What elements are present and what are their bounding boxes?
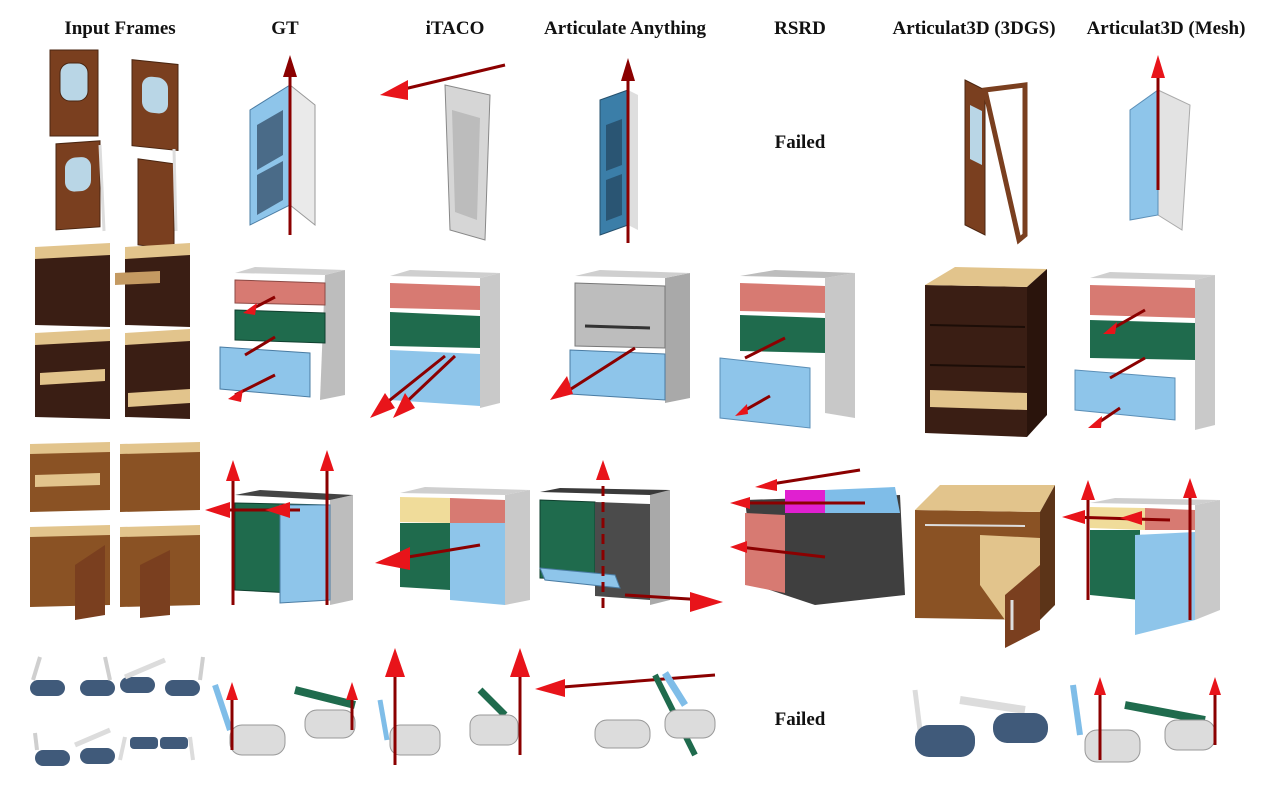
- door-gt-image: [249, 55, 316, 235]
- drawer-articulate-anything-image: [550, 270, 690, 403]
- door-input-frames-image: [49, 49, 179, 251]
- drawer-gt-image: [219, 267, 345, 402]
- row-doorcab-itaco: [370, 445, 535, 610]
- row-glasses-articulat3d-mesh: [1065, 675, 1235, 775]
- row-door-itaco: [380, 60, 510, 241]
- row-glasses-itaco: [375, 645, 535, 770]
- doorcab-rsrd-image: [730, 468, 905, 605]
- drawer-mesh-image: [1074, 272, 1215, 430]
- row-drawer-rsrd: [715, 268, 865, 433]
- header-rsrd: RSRD: [774, 18, 826, 39]
- glasses-itaco-image: [377, 648, 530, 765]
- header-articulate-anything: Articulate Anything: [543, 18, 707, 39]
- row-doorcab-articulate-anything: [535, 460, 725, 620]
- row-doorcab-articulat3d-mesh: [1060, 470, 1230, 640]
- row-doorcab-input-frames: [25, 440, 210, 625]
- header-gt: GT: [271, 18, 299, 39]
- doorcab-input-frames-image: [30, 442, 200, 620]
- doorcab-itaco-image: [375, 487, 530, 605]
- row-door-articulat3d-mesh: [1120, 50, 1200, 240]
- row-glasses-rsrd-failed: Failed: [774, 709, 826, 730]
- door-3dgs-image: [964, 79, 1028, 245]
- glasses-3dgs-image: [912, 689, 1048, 757]
- row-drawer-articulate-anything: [545, 268, 695, 408]
- glasses-input-frames-image: [30, 656, 205, 766]
- row-doorcab-gt: [205, 445, 360, 610]
- header-articulat3d-3dgs: Articulat3D (3DGS): [892, 18, 1056, 39]
- row-door-input-frames: [40, 45, 200, 251]
- row-drawer-input-frames: [30, 243, 205, 428]
- row-glasses-articulate-anything: [535, 665, 725, 765]
- row-door-articulate-anything: [590, 55, 660, 245]
- door-mesh-image: [1129, 55, 1191, 231]
- header-itaco: iTACO: [425, 18, 485, 39]
- row-drawer-articulat3d-mesh: [1070, 270, 1230, 435]
- drawer-rsrd-image: [719, 270, 855, 429]
- door-articulate-anything-image: [599, 58, 638, 243]
- row-drawer-articulat3d-3dgs: [915, 265, 1055, 440]
- row-doorcab-articulat3d-3dgs: [910, 480, 1060, 650]
- drawer-3dgs-image: [925, 267, 1047, 437]
- row-drawer-gt: [215, 265, 350, 405]
- row-drawer-itaco: [365, 268, 525, 420]
- row-glasses-gt: [210, 680, 365, 770]
- row-door-gt: [235, 55, 335, 240]
- doorcab-articulate-anything-image: [539, 460, 723, 612]
- glasses-mesh-image: [1070, 677, 1221, 763]
- row-doorcab-rsrd: [725, 465, 910, 605]
- row-glasses-input-frames: [25, 655, 210, 775]
- glasses-gt-image: [212, 682, 358, 756]
- drawer-itaco-image: [370, 270, 500, 418]
- header-input-frames: Input Frames: [64, 18, 176, 39]
- doorcab-gt-image: [205, 450, 353, 605]
- row-door-rsrd-failed: Failed: [774, 132, 826, 153]
- row-door-articulat3d-3dgs: [955, 75, 1035, 245]
- row-glasses-articulat3d-3dgs: [905, 685, 1060, 775]
- door-itaco-image: [380, 63, 506, 241]
- doorcab-mesh-image: [1062, 478, 1220, 635]
- header-articulat3d-mesh: Articulat3D (Mesh): [1086, 18, 1246, 39]
- glasses-articulate-anything-image: [535, 671, 716, 757]
- drawer-input-frames-image: [35, 243, 190, 419]
- doorcab-3dgs-image: [915, 485, 1055, 648]
